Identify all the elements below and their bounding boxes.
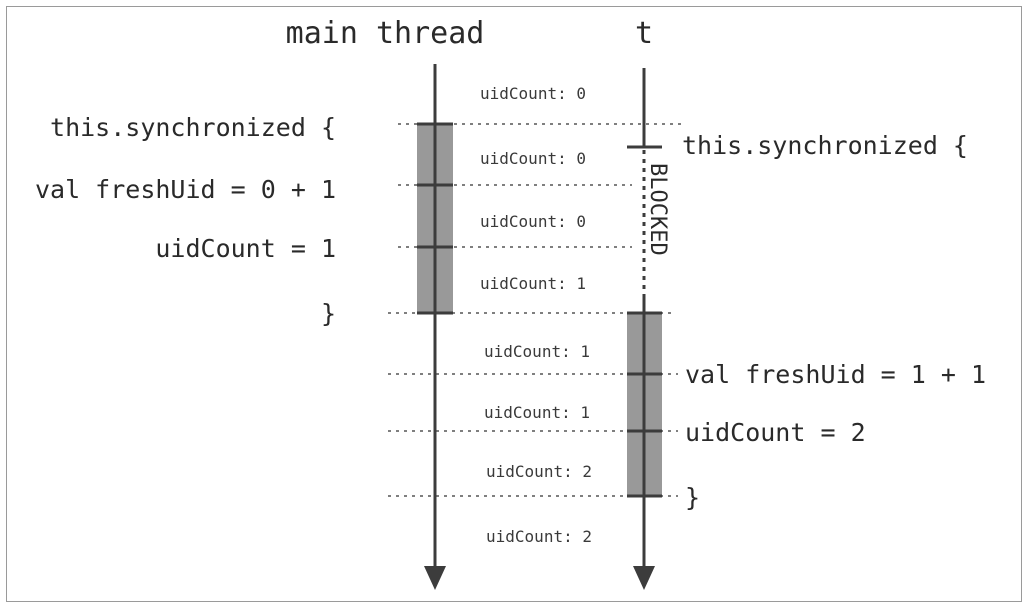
- main-code-line-1: this.synchronized {: [50, 113, 336, 142]
- main-code-line-4: }: [321, 299, 336, 328]
- tick-marks: [417, 122, 662, 498]
- t-code-line-3: uidCount = 2: [685, 418, 866, 447]
- main-code-line-2: val freshUid = 0 + 1: [35, 175, 336, 204]
- t-arrow-icon: [633, 566, 655, 590]
- diagram-frame: [6, 6, 1022, 602]
- t-code-line-4: }: [685, 483, 700, 512]
- blocked-label: BLOCKED: [645, 163, 670, 256]
- uid-count-label-4: uidCount: 1: [480, 274, 586, 293]
- main-code-line-3: uidCount = 1: [155, 234, 336, 263]
- main-arrow-icon: [424, 566, 446, 590]
- t-code-line-2: val freshUid = 1 + 1: [685, 360, 986, 389]
- main-thread-header: main thread: [286, 16, 485, 51]
- uid-count-label-8: uidCount: 2: [486, 527, 592, 546]
- uid-count-label-5: uidCount: 1: [484, 342, 590, 361]
- t-code-line-1: this.synchronized {: [682, 131, 968, 160]
- uid-count-label-6: uidCount: 1: [484, 403, 590, 422]
- t-thread-header: t: [635, 16, 653, 51]
- uid-count-label-2: uidCount: 0: [480, 149, 586, 168]
- uid-count-label-3: uidCount: 0: [480, 212, 586, 231]
- uid-count-label-1: uidCount: 0: [480, 84, 586, 103]
- uid-count-label-7: uidCount: 2: [486, 462, 592, 481]
